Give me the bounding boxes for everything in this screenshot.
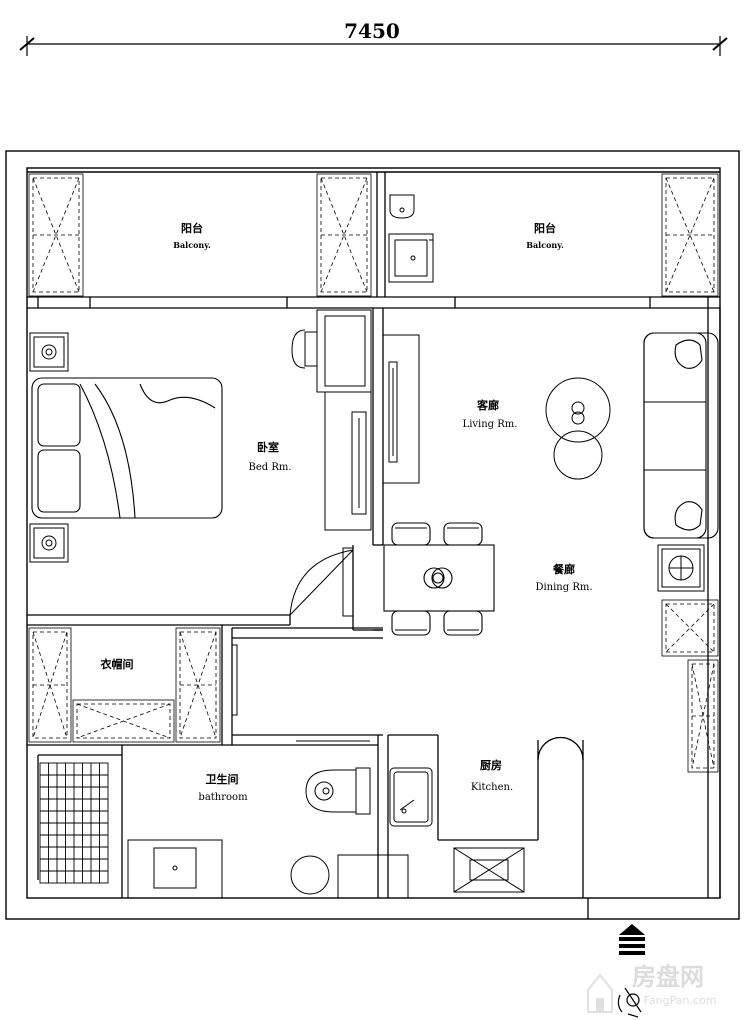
label-living-en: Living Rm. (463, 419, 518, 430)
sofa (643, 332, 719, 539)
label-bedroom-en: Bed Rm. (248, 462, 291, 473)
dimension-label: 7450 (344, 19, 400, 43)
bedroom-desk (291, 309, 372, 531)
kitchen-counter-curve (537, 736, 584, 761)
watermark: 房盘网 FangPan.com (587, 963, 717, 1013)
compass-person-icon (617, 987, 642, 1018)
bed (31, 377, 223, 519)
interior-walls (27, 172, 721, 919)
stove (657, 544, 705, 592)
label-bedroom-cn: 卧室 (257, 440, 279, 454)
label-wardrobe-cn: 衣帽间 (101, 657, 134, 671)
label-kitchen-cn: 厨房 (480, 758, 502, 772)
dining-table (383, 522, 495, 636)
nightstands (29, 332, 69, 563)
balcony-fixtures (388, 194, 434, 283)
window-cabinets (28, 173, 719, 773)
bathroom-fixtures (127, 740, 409, 899)
coffee-table (545, 377, 611, 480)
dimension-line (19, 36, 728, 56)
label-balcony-right-en: Balcony. (526, 240, 564, 250)
kitchen-fixtures (389, 767, 525, 893)
label-balcony-left-en: Balcony. (173, 240, 211, 250)
bedroom-door (289, 547, 354, 617)
shower-tiles (39, 762, 109, 884)
label-balcony-left-cn: 阳台 (181, 221, 203, 235)
watermark-text-en: FangPan.com (644, 994, 717, 1007)
tv-cabinet (382, 334, 420, 484)
corridor-door (231, 644, 238, 716)
entrance-arrow-icon (619, 924, 645, 955)
label-dining-cn: 餐廊 (552, 562, 575, 576)
label-balcony-right-cn: 阳台 (534, 221, 556, 235)
label-living-cn: 客廊 (476, 398, 499, 412)
label-dining-en: Dining Rm. (535, 582, 592, 593)
label-bathroom-cn: 卫生间 (206, 772, 239, 786)
label-bathroom-en: bathroom (198, 792, 248, 803)
label-kitchen-en: Kitchen. (471, 782, 513, 793)
watermark-text-cn: 房盘网 (632, 963, 704, 991)
